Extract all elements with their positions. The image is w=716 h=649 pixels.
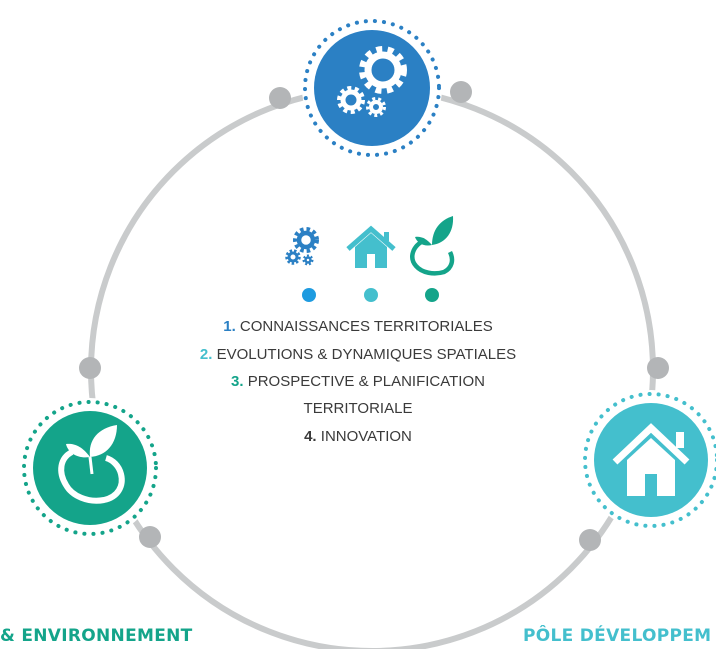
- item-text: EVOLUTIONS & DYNAMIQUES SPATIALES: [216, 346, 517, 363]
- ring-node: [269, 87, 291, 109]
- gears-icon: [337, 46, 407, 117]
- environment-node: [20, 398, 160, 538]
- item-text: INNOVATION: [320, 428, 412, 445]
- house-icon: [612, 423, 690, 496]
- housing-node: [581, 390, 716, 530]
- ring-node: [139, 526, 161, 548]
- island-leaf-icon: [58, 425, 125, 504]
- item-text: TERRITORIALE: [303, 400, 413, 417]
- ring-node: [450, 81, 472, 103]
- item-text: PROSPECTIVE & PLANIFICATION: [247, 373, 485, 390]
- item-number: 1.: [223, 318, 236, 335]
- gears-node: [302, 18, 442, 158]
- list-item-1: 1. CONNAISSANCES TERRITORIALES: [0, 318, 716, 335]
- list-item-3: 3. PROSPECTIVE & PLANIFICATION: [0, 373, 716, 390]
- item-number: 2.: [199, 346, 213, 363]
- development-label: PÔLE DÉVELOPPEM: [523, 626, 712, 646]
- item-number: 4.: [304, 428, 317, 445]
- ring-node: [79, 357, 101, 379]
- legend-dot-teal: [364, 288, 378, 302]
- list-item-2: 2. EVOLUTIONS & DYNAMIQUES SPATIALES: [0, 346, 716, 363]
- list-item-3-cont: TERRITORIALE: [0, 400, 716, 417]
- ring-node: [647, 357, 669, 379]
- cycle-ring: [88, 86, 656, 649]
- list-item-4: 4. INNOVATION: [0, 428, 716, 445]
- mini-house-icon: [346, 225, 396, 268]
- mini-island-leaf-icon: [410, 216, 455, 276]
- item-text: CONNAISSANCES TERRITORIALES: [239, 318, 493, 335]
- legend-dot-blue: [302, 288, 316, 302]
- item-number: 3.: [231, 373, 244, 390]
- ring-node: [579, 529, 601, 551]
- environment-label: & ENVIRONNEMENT: [0, 626, 193, 646]
- legend-dot-green: [425, 288, 439, 302]
- mini-gears-icon: [285, 227, 319, 266]
